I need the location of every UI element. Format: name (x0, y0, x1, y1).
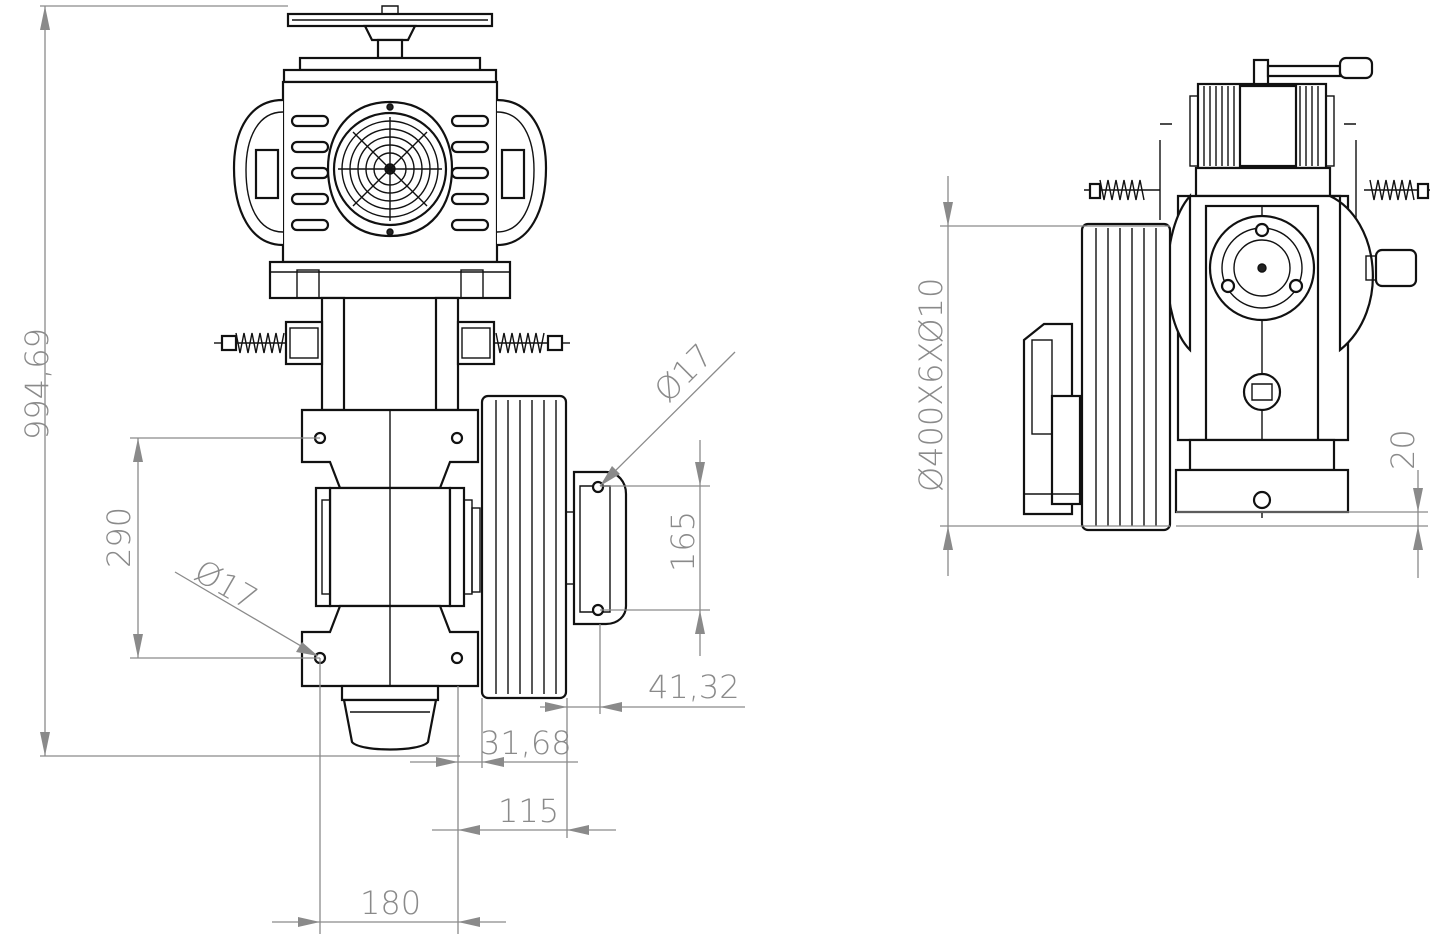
side-sheave (1080, 222, 1172, 532)
dim-hole-left: Ø17 (188, 552, 264, 618)
front-view (214, 5, 628, 751)
side-springs (1084, 123, 1430, 220)
gearbox-body (300, 408, 481, 688)
dim-hole-right: Ø17 (647, 336, 720, 409)
dim-foot-width: 180 (360, 884, 421, 922)
dim-bracket-spacing: 165 (664, 511, 702, 572)
traction-sheave (480, 394, 568, 700)
side-bracket (1022, 322, 1082, 516)
dim-pulley-axis: 115 (498, 792, 559, 830)
motor-fins (1189, 82, 1335, 170)
brake-handle (1252, 56, 1374, 88)
dim-pulley-spec: Ø400X6XØ10 (912, 278, 950, 492)
dim-mount-spacing: 290 (100, 507, 138, 568)
encoder (340, 684, 440, 751)
handwheel (286, 5, 494, 60)
dim-total-height: 994,69 (18, 328, 56, 440)
brake-springs (214, 320, 570, 366)
dim-base-height: 20 (1384, 429, 1422, 470)
dim-pulley-offset: 31,68 (480, 724, 572, 762)
motor-housing (232, 56, 548, 300)
bearing-bracket (565, 470, 628, 626)
column (320, 296, 460, 412)
side-view (1022, 56, 1430, 532)
side-body (1166, 166, 1418, 518)
dim-bracket-offset: 41,32 (648, 668, 740, 706)
